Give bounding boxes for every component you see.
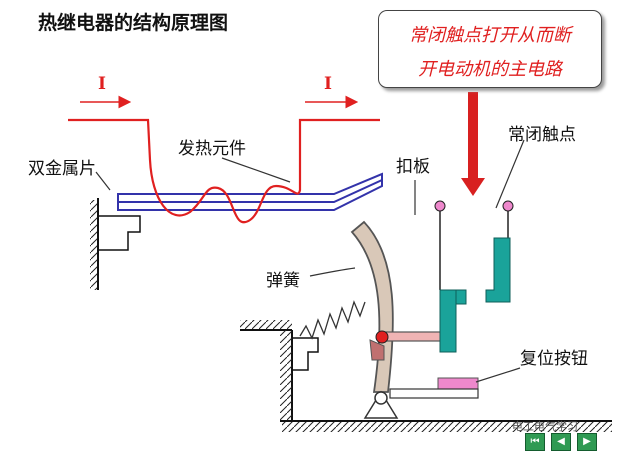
nav-prev-button[interactable]: ◀ — [551, 433, 571, 451]
lever-hook — [369, 339, 385, 361]
moving-contact — [434, 200, 467, 353]
callout-box: 常闭触点打开从而断 开电动机的主电路 — [378, 10, 602, 88]
current-label-left: I — [98, 74, 106, 94]
bimetal-mount — [90, 198, 141, 290]
current-label-right: I — [324, 74, 332, 94]
heater-wire — [68, 118, 380, 224]
label-spring: 弹簧 — [266, 271, 300, 291]
bimetal-strip — [117, 172, 383, 211]
lever-plate — [350, 220, 394, 393]
callout-line-2: 开电动机的主电路 — [418, 59, 562, 80]
trip-arrow — [461, 92, 485, 196]
nav-first-button[interactable]: ⏮ — [525, 433, 545, 451]
label-lever: 扣板 — [396, 157, 430, 177]
label-bimetal: 双金属片 — [28, 159, 96, 179]
watermark-text: 电工电气学习 — [512, 420, 578, 433]
leader-lines — [95, 139, 525, 383]
callout-line-1: 常闭触点打开从而断 — [409, 25, 571, 46]
fixed-contact — [485, 200, 514, 303]
label-heater: 发热元件 — [178, 139, 246, 159]
label-contact: 常闭触点 — [508, 125, 576, 145]
lever-pivot — [363, 390, 399, 419]
label-reset: 复位按钮 — [520, 349, 588, 369]
base-frame — [240, 320, 612, 432]
spring — [299, 300, 366, 340]
diagram-title: 热继电器的结构原理图 — [38, 12, 229, 34]
nav-next-button[interactable]: ▶ — [577, 433, 597, 451]
reset-button-shape — [389, 377, 479, 399]
